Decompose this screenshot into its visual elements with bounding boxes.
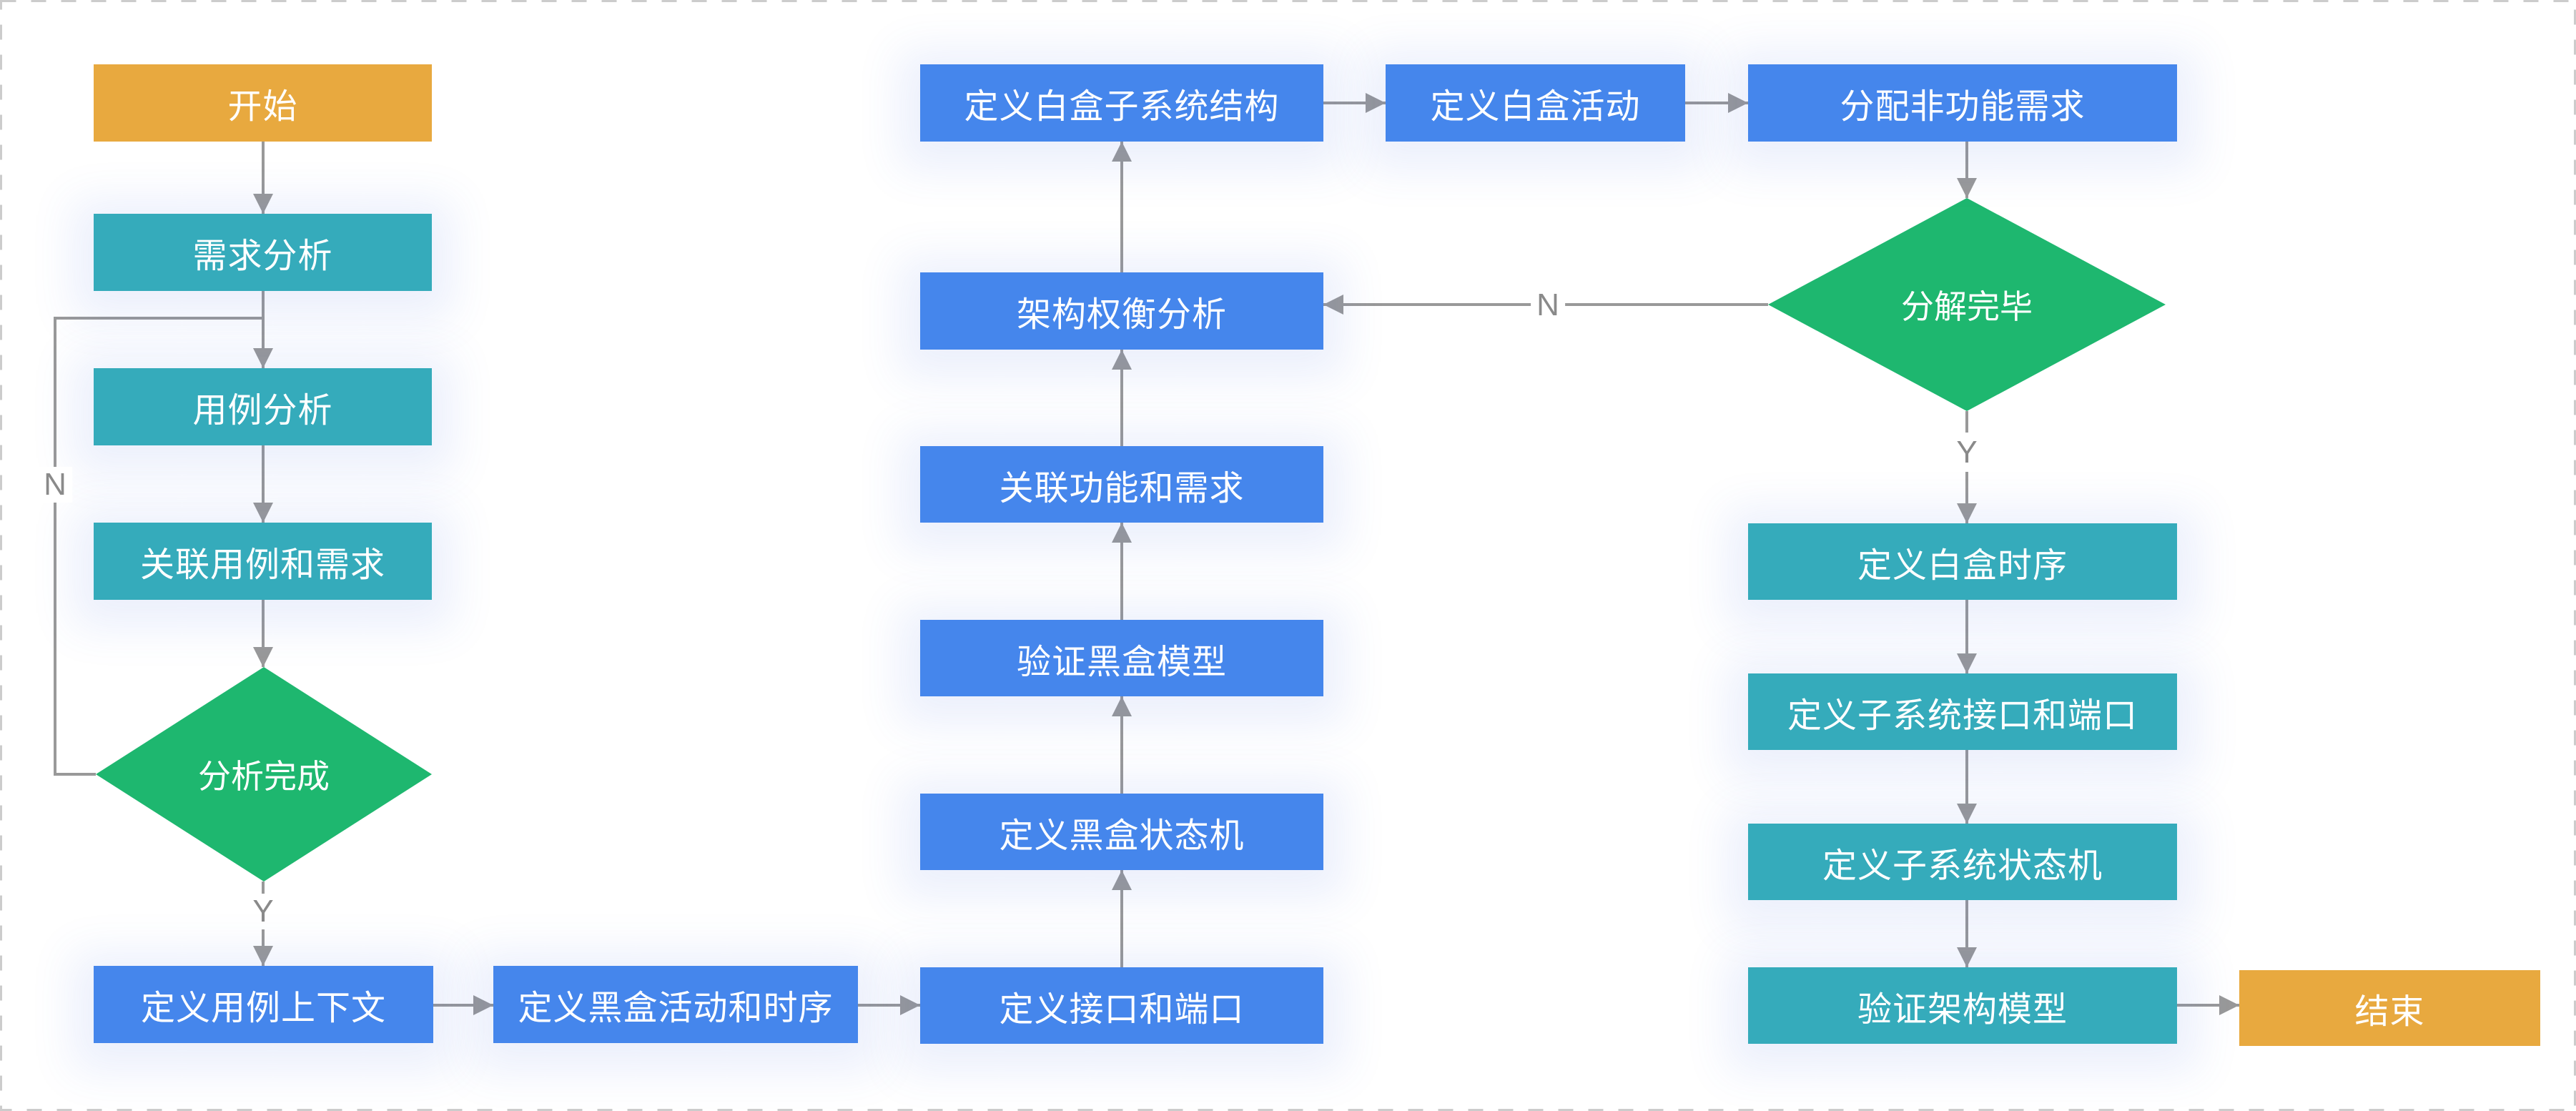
allocate-nonfunctional-requirements-label: 分配非功能需求 — [1840, 87, 2086, 127]
define-blackbox-state-machine-label: 定义黑盒状态机 — [999, 815, 1245, 856]
analysis-complete-label: 分析完成 — [198, 757, 330, 796]
define-interfaces-ports-node[interactable]: 定义接口和端口 — [920, 967, 1323, 1044]
define-whitebox-subsystem-structure-label: 定义白盒子系统结构 — [964, 87, 1280, 127]
use-case-analysis-node[interactable]: 用例分析 — [94, 368, 432, 445]
edge-analysis-no-loop — [54, 317, 263, 776]
link-functions-requirements-node[interactable]: 关联功能和需求 — [920, 446, 1323, 523]
define-subsystem-state-machine-label: 定义子系统状态机 — [1822, 845, 2103, 886]
define-blackbox-state-machine-node[interactable]: 定义黑盒状态机 — [920, 794, 1323, 870]
link-functions-requirements-label: 关联功能和需求 — [999, 468, 1245, 508]
link-use-cases-requirements-label: 关联用例和需求 — [139, 545, 385, 585]
define-blackbox-activity-sequence-node[interactable]: 定义黑盒活动和时序 — [493, 966, 858, 1043]
architecture-tradeoff-analysis-label: 架构权衡分析 — [1016, 295, 1227, 335]
verify-architecture-model-node[interactable]: 验证架构模型 — [1748, 967, 2177, 1044]
requirements-analysis-label: 需求分析 — [192, 236, 333, 276]
decomposition-no-label: N — [1531, 287, 1565, 323]
define-whitebox-activity-node[interactable]: 定义白盒活动 — [1386, 64, 1685, 142]
define-subsystem-interfaces-ports-label: 定义子系统接口和端口 — [1787, 695, 2138, 736]
analysis-no-label: N — [38, 467, 72, 503]
start-label: 开始 — [227, 87, 298, 127]
analysis-yes-label: Y — [247, 894, 280, 929]
define-use-case-context-label: 定义用例上下文 — [140, 988, 386, 1028]
define-whitebox-sequence-node[interactable]: 定义白盒时序 — [1748, 523, 2177, 600]
link-use-cases-requirements-node[interactable]: 关联用例和需求 — [94, 523, 432, 600]
verify-blackbox-model-label: 验证黑盒模型 — [1016, 641, 1227, 682]
define-use-case-context-node[interactable]: 定义用例上下文 — [94, 966, 433, 1043]
start-node[interactable]: 开始 — [94, 64, 432, 142]
define-whitebox-activity-label: 定义白盒活动 — [1430, 87, 1641, 127]
requirements-analysis-node[interactable]: 需求分析 — [94, 214, 432, 291]
define-blackbox-activity-sequence-label: 定义黑盒活动和时序 — [518, 988, 834, 1028]
end-node[interactable]: 结束 — [2239, 970, 2540, 1046]
allocate-nonfunctional-requirements-node[interactable]: 分配非功能需求 — [1748, 64, 2177, 142]
define-subsystem-interfaces-ports-node[interactable]: 定义子系统接口和端口 — [1748, 673, 2177, 750]
verify-architecture-model-label: 验证架构模型 — [1857, 989, 2068, 1029]
architecture-tradeoff-analysis-node[interactable]: 架构权衡分析 — [920, 272, 1323, 350]
define-whitebox-sequence-label: 定义白盒时序 — [1857, 545, 2068, 586]
define-subsystem-state-machine-node[interactable]: 定义子系统状态机 — [1748, 824, 2177, 900]
define-whitebox-subsystem-structure-node[interactable]: 定义白盒子系统结构 — [920, 64, 1323, 142]
end-label: 结束 — [2354, 992, 2425, 1032]
define-interfaces-ports-label: 定义接口和端口 — [999, 989, 1245, 1029]
decision-decomposition-complete-shape — [1768, 198, 2166, 411]
decomposition-yes-label: Y — [1950, 435, 1983, 470]
verify-blackbox-model-node[interactable]: 验证黑盒模型 — [920, 620, 1323, 696]
decomposition-complete-label: 分解完毕 — [1901, 287, 2033, 326]
use-case-analysis-label: 用例分析 — [192, 390, 333, 430]
decision-analysis-complete-shape — [96, 667, 432, 882]
